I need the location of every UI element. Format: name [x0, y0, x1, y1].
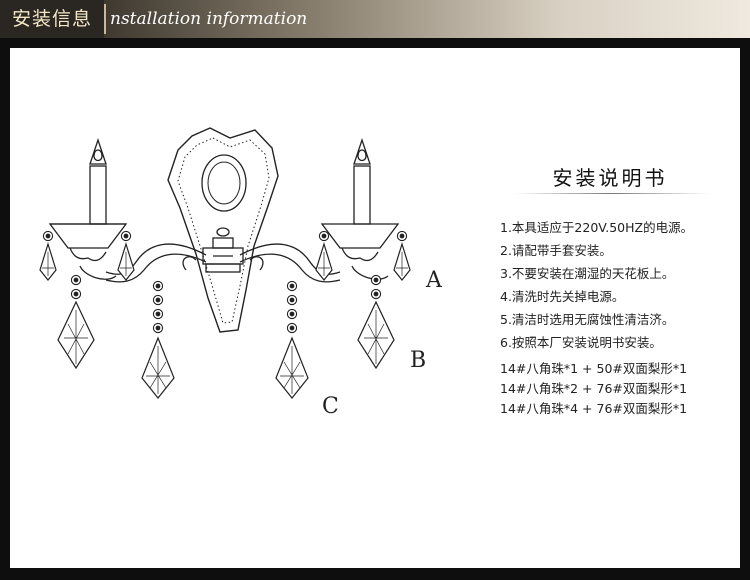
instruction-item: 5.清洁时选用无腐蚀性清洁济。: [500, 312, 675, 327]
header-divider: [104, 4, 106, 34]
title-divider: [514, 193, 710, 194]
instruction-item: 6.按照本厂安装说明书安装。: [500, 335, 662, 350]
callout-b: B: [410, 348, 427, 373]
section-title-en: nstallation information: [110, 9, 308, 29]
left-candle: [48, 137, 128, 280]
instruction-item: 3.不要安装在潮湿的天花板上。: [500, 266, 675, 281]
chandelier-diagram: [39, 127, 411, 399]
crystal-spec-list: 14#八角珠*1 + 50#双面梨形*1 14#八角珠*2 + 76#双面梨形*…: [500, 359, 740, 419]
lamp-arms: [105, 243, 341, 283]
manual-title: 安装说明书: [552, 166, 668, 190]
content-panel: A B C 安装说明书 1.本具适应于220V.50HZ的电源。 2.请配带手套…: [10, 48, 740, 568]
instruction-item: 1.本具适应于220V.50HZ的电源。: [500, 220, 694, 235]
callout-c: C: [322, 394, 339, 419]
central-hub: [202, 227, 244, 273]
bead-chains: [57, 274, 395, 399]
spec-item: 14#八角珠*2 + 76#双面梨形*1: [500, 381, 688, 396]
instruction-item: 4.清洗时先关掉电源。: [500, 289, 625, 304]
backplate: [167, 127, 279, 333]
spec-item: 14#八角珠*4 + 76#双面梨形*1: [500, 401, 688, 416]
right-candle: [320, 137, 400, 280]
callout-a: A: [426, 268, 442, 293]
instruction-item: 2.请配带手套安装。: [500, 243, 612, 258]
spec-item: 14#八角珠*1 + 50#双面梨形*1: [500, 361, 688, 376]
small-crystal-drops: [39, 230, 411, 281]
instruction-list: 1.本具适应于220V.50HZ的电源。 2.请配带手套安装。 3.不要安装在潮…: [500, 216, 740, 354]
section-title-zh: 安装信息: [0, 0, 104, 38]
header-bar: 安装信息 nstallation information: [0, 0, 750, 38]
